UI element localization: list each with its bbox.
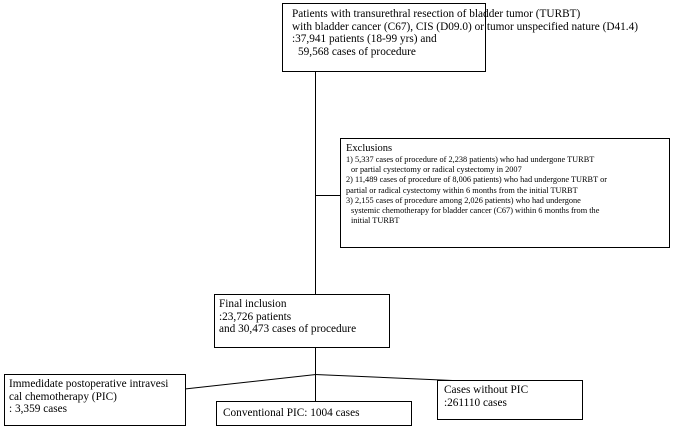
exclusions-box: Exclusions 1) 5,337 cases of procedure o… — [340, 138, 670, 248]
exclusion-line: 1) 5,337 cases of procedure of 2,238 pat… — [346, 155, 595, 164]
immediate-pic-line: : 3,359 cases — [9, 403, 68, 416]
without-pic-line: Cases without PIC — [444, 384, 529, 396]
final-inclusion-line: :23,726 patients — [219, 310, 292, 323]
connector-to-exclusions — [315, 195, 340, 196]
conventional-pic-box: Conventional PIC: 1004 cases — [216, 401, 412, 426]
exclusion-line: partial or radical cystectomy within 6 m… — [346, 185, 578, 195]
immediate-pic-box: Immedidate postoperative intravesi cal c… — [4, 374, 186, 426]
immediate-pic-line: cal chemotherapy (PIC) — [9, 390, 117, 403]
exclusions-title: Exclusions — [346, 143, 393, 154]
without-pic-line: :261110 cases — [444, 396, 507, 409]
initial-cohort-box: Patients with transurethral resection of… — [282, 3, 639, 72]
final-inclusion-box: Final inclusion :23,726 patients and 30,… — [214, 294, 390, 348]
final-inclusion-line: and 30,473 cases of procedure — [219, 323, 357, 335]
final-inclusion-line: Final inclusion — [219, 298, 287, 310]
initial-cohort-line: :37,941 patients (18-99 yrs) and — [292, 33, 437, 46]
exclusion-line: 2) 11,489 cases of procedure of 8,006 pa… — [346, 175, 607, 185]
initial-cohort-line: Patients with transurethral resection of… — [292, 8, 581, 20]
connector-top-to-final — [315, 72, 316, 294]
initial-cohort-line: 59,568 cases of procedure — [298, 45, 416, 58]
exclusion-line: 3) 2,155 cases of procedure among 2,026 … — [346, 195, 581, 205]
without-pic-box: Cases without PIC :261110 cases — [437, 380, 583, 420]
immediate-pic-line: Immedidate postoperative intravesi — [9, 378, 169, 390]
exclusion-line: initial TURBT — [351, 216, 400, 226]
exclusion-line: systemic chemotherapy for bladder cancer… — [351, 206, 600, 216]
initial-cohort-line: with bladder cancer (C67), CIS (D09.0) o… — [292, 20, 639, 33]
conventional-pic-line: Conventional PIC: 1004 cases — [223, 407, 360, 419]
exclusion-line: or partial cystectomy or radical cystect… — [351, 165, 522, 175]
